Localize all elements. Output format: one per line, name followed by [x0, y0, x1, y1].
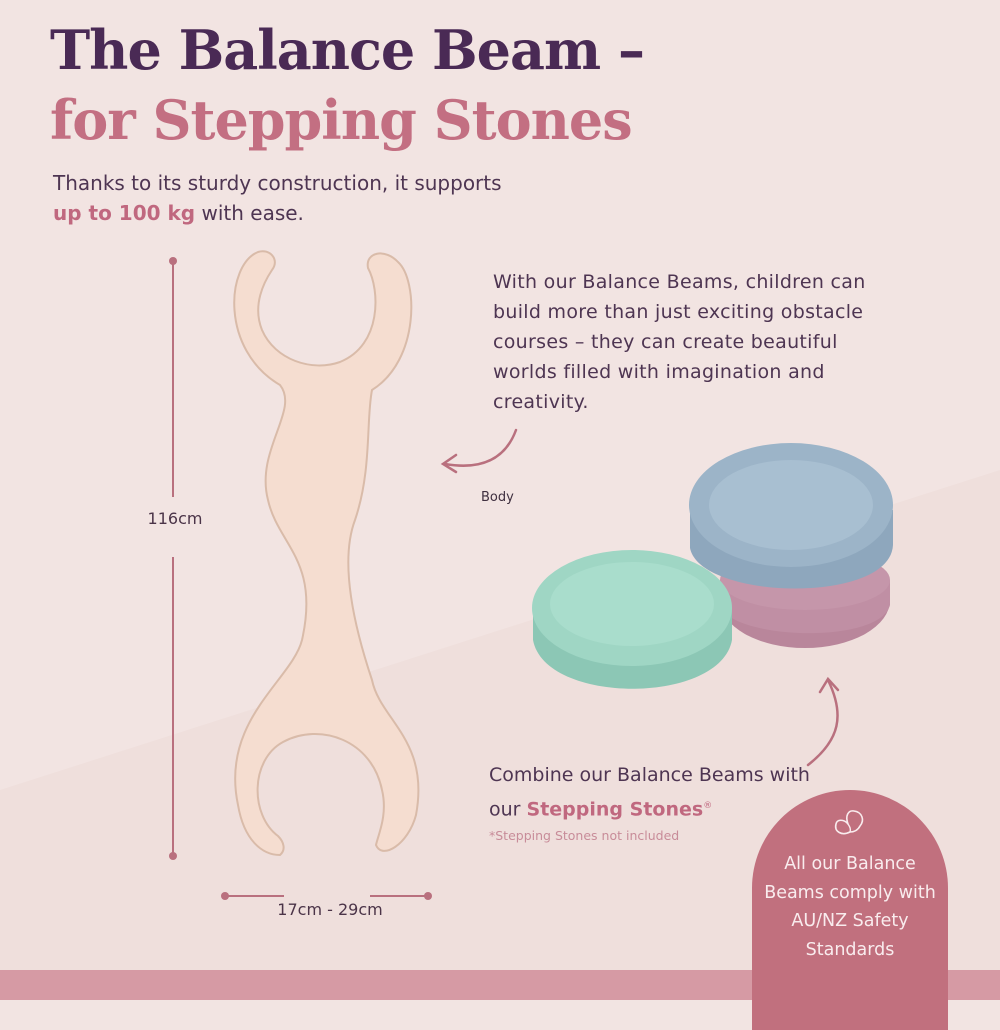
safety-standards-text: All our Balance Beams comply with AU/NZ …: [764, 854, 936, 960]
intro-text-before: Thanks to its sturdy construction, it su…: [53, 171, 502, 195]
height-dimension-line: [169, 257, 177, 860]
description-paragraph: With our Balance Beams, children can bui…: [493, 271, 866, 413]
intro-text-after: with ease.: [201, 201, 304, 225]
illustration-layer: [169, 250, 893, 900]
stepping-stones-highlight: Stepping Stones: [526, 798, 704, 821]
butterfly-icon: [834, 810, 864, 835]
not-included-note: *Stepping Stones not included: [489, 828, 680, 843]
height-dimension-label: 116cm: [147, 509, 203, 528]
registered-mark: ®: [703, 801, 713, 811]
page-title-line-2: for Stepping Stones: [50, 88, 633, 152]
weight-highlight: up to 100 kg: [53, 201, 196, 225]
page-title-line-1: The Balance Beam –: [50, 18, 645, 82]
combine-text: Combine our Balance Beams with our Stepp…: [489, 760, 819, 825]
stepping-stones-image: [532, 443, 893, 689]
intro-text: Thanks to its sturdy construction, it su…: [53, 168, 593, 228]
combine-text-before: Combine our Balance Beams with our: [489, 764, 810, 821]
width-dimension-line: [221, 892, 432, 900]
arrow-to-stones-icon: [806, 676, 840, 767]
balance-beam-image: [233, 250, 420, 857]
width-dimension-label: 17cm - 29cm: [277, 900, 383, 919]
arrow-to-beam-icon: [440, 428, 518, 474]
safety-standards-badge: All our Balance Beams comply with AU/NZ …: [752, 790, 948, 1030]
body-label: Body: [481, 490, 514, 505]
